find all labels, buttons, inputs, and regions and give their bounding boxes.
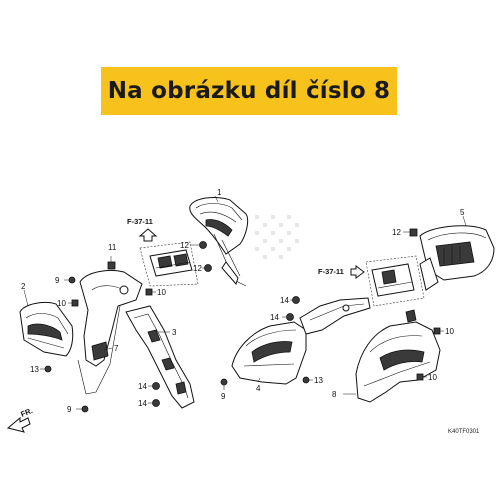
label-14a: 14 — [138, 382, 147, 391]
label-14d: 14 — [270, 313, 279, 322]
label-12b: 12 — [193, 264, 202, 273]
part-8-rear-fender — [355, 309, 441, 403]
part-3-frame — [125, 305, 195, 409]
ref-label-right: F-37-11 — [318, 267, 344, 276]
clip-9-a — [68, 276, 76, 284]
label-5: 5 — [460, 208, 465, 217]
label-14c: 14 — [280, 296, 289, 305]
bolt-10-d — [416, 373, 424, 381]
watermark — [255, 215, 299, 259]
screw-13-b — [302, 376, 310, 384]
label-13a: 13 — [30, 365, 39, 374]
bolt-14-d — [286, 313, 294, 321]
label-7: 7 — [114, 344, 119, 353]
screw-13-a — [44, 365, 52, 373]
tail-bracket — [299, 297, 371, 335]
diagram-code: K40TF0301 — [448, 429, 480, 435]
front-label: FR. — [19, 406, 34, 419]
label-4: 4 — [256, 384, 261, 393]
label-9b: 9 — [67, 405, 72, 414]
label-13b: 13 — [314, 376, 323, 385]
label-10c: 10 — [445, 327, 454, 336]
turn-signal-right — [371, 263, 415, 297]
part-7-bracket — [79, 269, 143, 367]
label-10b: 10 — [157, 288, 166, 297]
label-10d: 10 — [428, 373, 437, 382]
part-5-tail-lens-right — [419, 225, 495, 291]
bracket-link — [77, 305, 121, 395]
clip-9-c — [220, 378, 228, 386]
turn-signal-left — [149, 249, 193, 277]
bolt-10-c — [433, 327, 441, 335]
label-14b: 14 — [138, 399, 147, 408]
title-banner: Na obrázku díl číslo 8 — [101, 67, 397, 115]
ref-arrow-left: F-37-11 — [127, 217, 158, 242]
bolt-12-c — [409, 228, 418, 237]
label-1: 1 — [217, 188, 222, 197]
ref-frame-left — [139, 241, 199, 287]
bolt-10-a — [71, 299, 79, 307]
bolt-12-b — [204, 264, 212, 272]
clip-9-b — [81, 405, 89, 413]
label-12a: 12 — [180, 241, 189, 250]
bolt-12-a — [199, 241, 207, 249]
banner-text: Na obrázku díl číslo 8 — [107, 78, 391, 104]
bolt-14-b — [152, 399, 160, 407]
front-arrow: FR. — [6, 406, 34, 433]
label-8: 8 — [332, 390, 337, 399]
bolt-10-b — [145, 288, 153, 296]
bolt-14-a — [152, 382, 160, 390]
part-2-side-cover — [19, 301, 74, 357]
label-10a: 10 — [57, 299, 66, 308]
ref-arrow-right: F-37-11 — [318, 265, 365, 279]
label-11: 11 — [108, 243, 117, 252]
bolt-11 — [107, 256, 116, 270]
label-9c: 9 — [221, 392, 226, 401]
part-1-tail-lens — [189, 197, 249, 287]
bolt-14-c — [292, 296, 300, 304]
label-3: 3 — [172, 328, 177, 337]
part-4-lower-cover — [231, 321, 307, 385]
label-12c: 12 — [392, 228, 401, 237]
label-9a: 9 — [55, 276, 60, 285]
ref-label-left: F-37-11 — [127, 217, 153, 226]
label-2: 2 — [21, 282, 26, 291]
ref-frame-right — [365, 255, 425, 307]
